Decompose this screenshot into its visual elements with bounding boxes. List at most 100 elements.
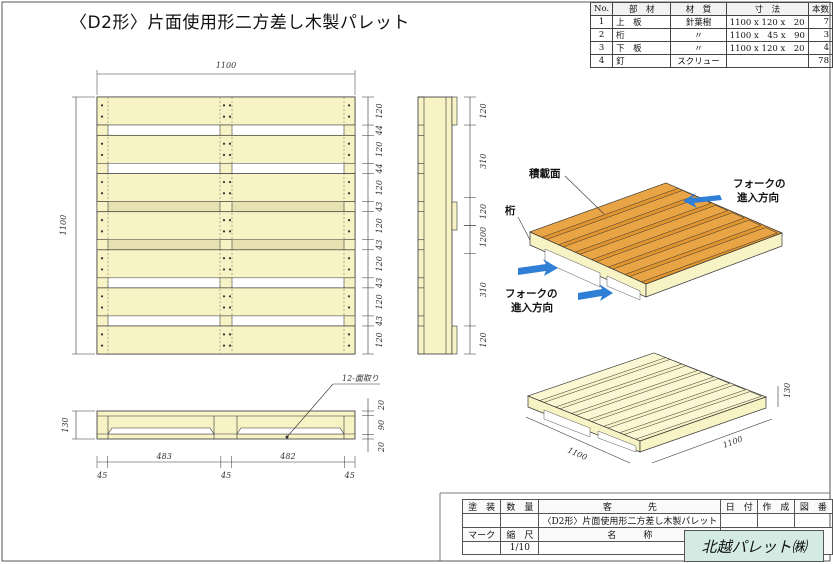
- plan-nail: [228, 344, 232, 347]
- plan-nail: [100, 180, 104, 184]
- front-right-dim-label: 90: [377, 420, 386, 430]
- iso-label-fork2-line2: 進入方向: [511, 301, 553, 314]
- plan-stringer-segment: [219, 201, 233, 212]
- plan-nail: [347, 104, 351, 107]
- front-right-dim-label: 20: [377, 442, 386, 453]
- plan-nail: [100, 268, 104, 271]
- plan-nail: [228, 230, 232, 233]
- parts-table: No. 部 材 材 質 寸 法 本数 1 上 板 針葉樹 1100 x 120 …: [589, 2, 833, 68]
- front-height-dim: 130: [61, 417, 70, 432]
- plan-deck-board: [96, 96, 356, 126]
- side-dim-label: 310: [479, 282, 488, 297]
- tb-cell: [793, 513, 833, 528]
- tb-cell: [500, 513, 540, 528]
- fork-arrow-2: [518, 259, 558, 276]
- parts-cell: 4: [589, 54, 614, 68]
- plan-nail: [222, 333, 226, 336]
- tb-cell: [461, 541, 502, 555]
- plan-deck-board: [96, 134, 356, 164]
- plan-nail: [347, 142, 351, 145]
- parts-row: 4 釘 スクリュー 78: [589, 54, 833, 68]
- plan-nail: [222, 192, 226, 195]
- plan-nail: [100, 344, 104, 347]
- plan-stringer-segment: [219, 239, 233, 251]
- plan-nail: [222, 219, 226, 222]
- side-dim-label: 120: [479, 103, 488, 118]
- plan-nail: [347, 230, 351, 233]
- plan-right-dim-label: 120: [375, 218, 384, 233]
- fork-arrow-3: [578, 284, 613, 301]
- tb-header: 図 番: [793, 499, 833, 514]
- parts-row: 2 桁 〃 1100 x 45 x 90 3: [589, 28, 833, 42]
- plan-nail: [100, 142, 104, 145]
- plan-right-dim-label: 44: [375, 163, 384, 174]
- plan-stringer-segment: [219, 124, 233, 136]
- front-bottom-dim-label: 482: [279, 452, 295, 461]
- front-callout: 12-面取り: [342, 374, 379, 383]
- parts-cell: 針葉樹: [670, 15, 727, 29]
- plan-nail: [222, 153, 226, 157]
- plan-nail: [100, 306, 104, 309]
- plan-nail: [228, 142, 232, 145]
- plan-stringer-segment: [219, 315, 233, 327]
- plan-right-dim-label: 43: [375, 278, 384, 289]
- tb-header: 作 成: [757, 499, 795, 514]
- tb-header: マーク: [461, 527, 502, 542]
- plan-deck-board: [96, 173, 356, 203]
- plan-nail: [347, 344, 351, 347]
- plan-right-dim-label: 120: [375, 256, 384, 271]
- plan-right-dim-label: 120: [375, 332, 384, 347]
- plan-nail: [347, 295, 351, 298]
- fork-arrow-1: [683, 193, 722, 208]
- parts-cell: 4: [807, 41, 833, 55]
- tb-name: 〈D2形〉片面使用形二方差し木製パレット: [538, 513, 722, 528]
- plan-nail: [100, 230, 104, 233]
- parts-cell: 2: [589, 28, 614, 42]
- parts-cell: スクリュー: [670, 54, 727, 68]
- iso-label-fork1-line2: 進入方向: [737, 191, 779, 204]
- plan-nail: [222, 104, 226, 107]
- plan-nail: [222, 180, 226, 184]
- plan-stringer-segment: [343, 163, 356, 174]
- plan-nail: [228, 192, 232, 195]
- plan-nail: [222, 344, 226, 347]
- tb-scale: 1/10: [500, 541, 540, 555]
- side-dim-label: 120: [479, 204, 488, 219]
- plan-nail: [228, 257, 232, 260]
- plan-right-dim-label: 43: [375, 240, 384, 251]
- plan-height-dim: 1100: [59, 215, 68, 235]
- plan-nail: [347, 192, 351, 195]
- iso-label-fork1-line1: フォークの: [733, 178, 786, 190]
- parts-row: 3 下 板 〃 1100 x 120 x 20 4: [589, 41, 833, 55]
- parts-header-part: 部 材: [612, 2, 672, 16]
- iso-dim-left: 1100: [566, 446, 588, 463]
- front-bottom-dim-label: 45: [96, 471, 107, 480]
- plan-nail: [228, 306, 232, 309]
- side-dim-label: 0: [479, 227, 488, 232]
- plan-nail: [222, 268, 226, 271]
- plan-stringer-segment: [343, 201, 356, 212]
- parts-cell: 78: [807, 54, 833, 68]
- parts-cell: 3: [589, 41, 614, 55]
- plan-nail: [100, 295, 104, 298]
- plan-nail: [228, 219, 232, 222]
- plan-nail: [228, 180, 232, 184]
- tb-header: 数 量: [500, 499, 540, 514]
- plan-width-dim: 1100: [216, 61, 236, 70]
- plan-nail: [347, 219, 351, 222]
- plan-stringer-segment: [343, 315, 356, 327]
- front-right-dim-label: 20: [377, 400, 386, 411]
- plan-nail: [222, 295, 226, 298]
- tb-cell: [757, 513, 795, 528]
- tb-cell: [461, 513, 502, 528]
- plan-right-dim-label: 120: [375, 180, 384, 195]
- plan-stringer-segment: [343, 277, 356, 289]
- iso-label-stringer: 桁: [505, 204, 516, 217]
- parts-cell: [725, 54, 809, 68]
- plan-nail: [100, 192, 104, 195]
- plan-nail: [228, 104, 232, 107]
- plan-nail: [222, 115, 226, 118]
- drawing-title: 〈D2形〉片面使用形二方差し木製パレット: [70, 13, 410, 33]
